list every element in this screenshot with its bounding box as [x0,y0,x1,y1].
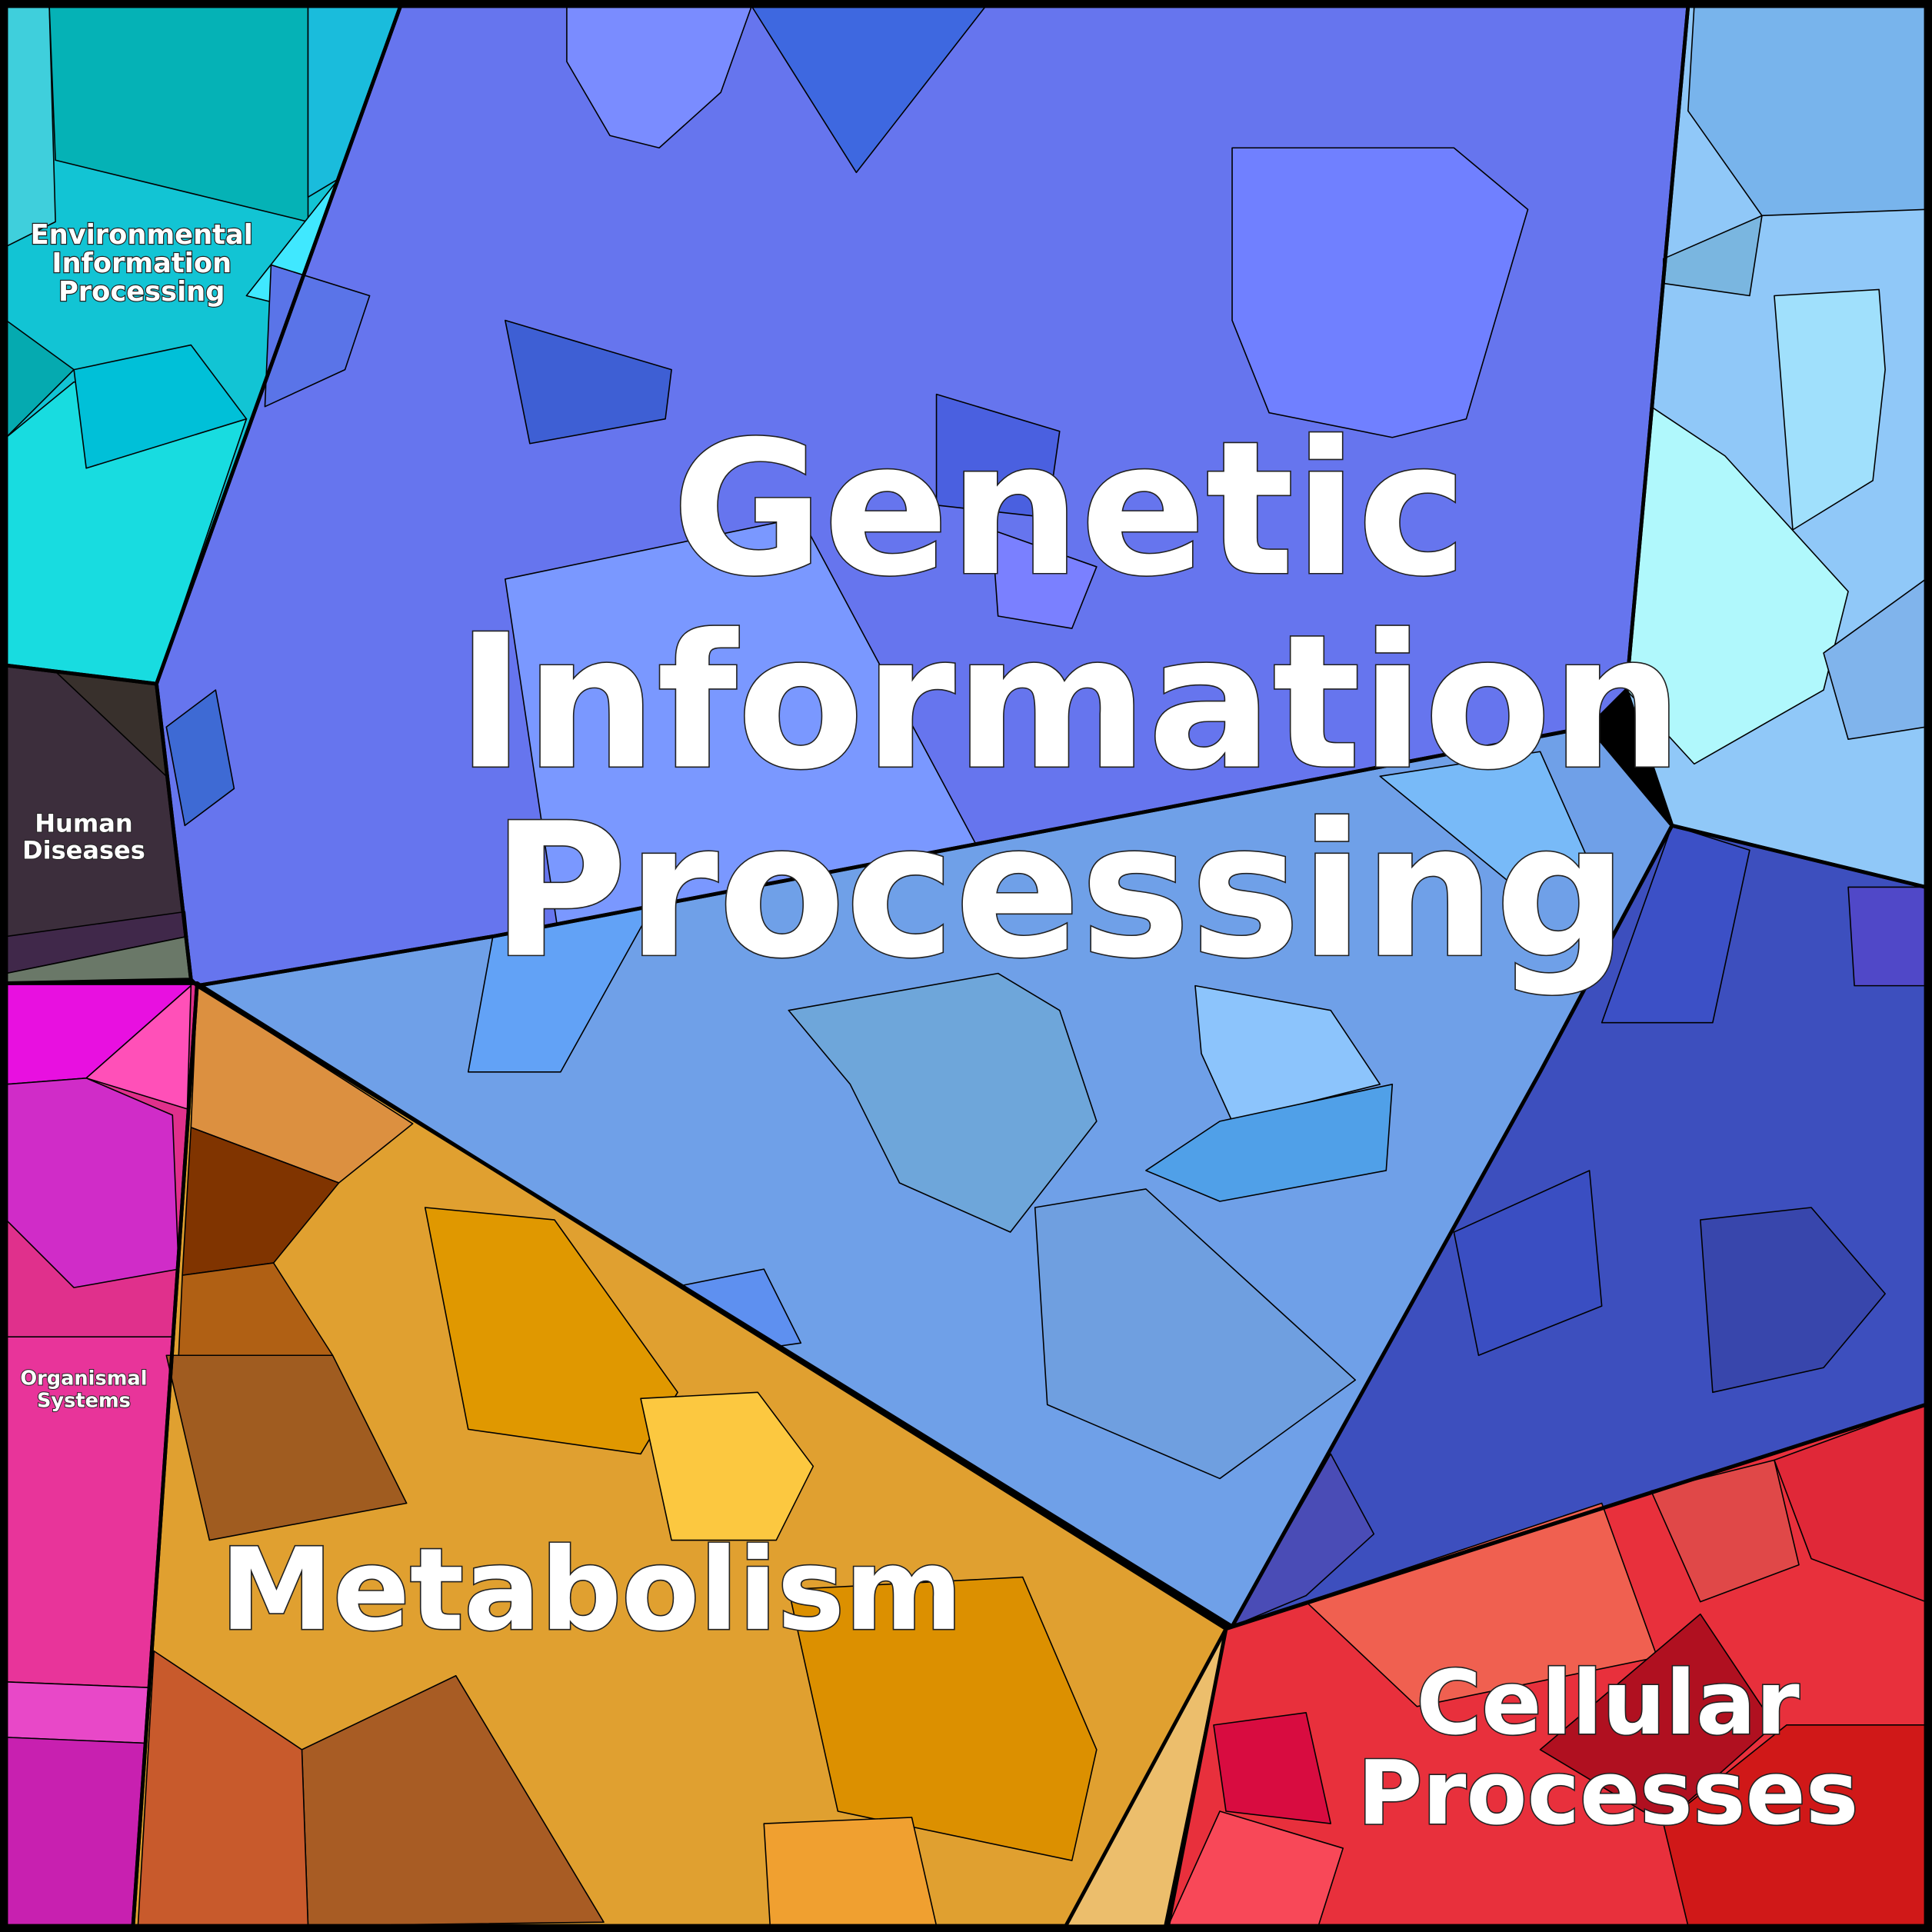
cell [935,393,1061,518]
cell [165,1354,408,1541]
label-organismal: Organismal [20,1367,147,1391]
region-genetic-right [1231,824,1927,1627]
label-environmental-2: Information [52,248,232,279]
cell [1453,1170,1603,1357]
label-human: Human [35,808,132,838]
cell [1774,288,1886,531]
cell [1650,1459,1800,1603]
cell [1231,147,1529,438]
label-genetic-2: Information [456,595,1683,810]
cell [5,5,56,248]
cell [264,264,371,408]
cell [1847,886,1927,987]
cell [763,1817,938,1927]
region-organismal [5,982,198,1927]
cell [1601,824,1750,1024]
cell [788,1576,1098,1861]
cell [991,529,1098,629]
label-environmental: Environmental [31,219,253,251]
label-cellular-2: Processes [1357,1742,1858,1845]
region-environmental [5,5,401,685]
region-genetic-topright [1625,5,1927,888]
cell [1700,1207,1886,1394]
cell [1145,1083,1394,1202]
region-human-diseases [5,665,192,984]
cell [5,1737,155,1927]
label-human-2: Diseases [22,836,145,865]
label-genetic-3: Processing [491,784,1627,999]
cell [73,344,248,469]
cell [1213,1712,1332,1824]
cell [1379,751,1591,888]
cell [1034,1188,1357,1480]
cell [640,1391,814,1541]
cell [505,319,672,445]
cell [85,984,192,1110]
region-genetic-lower [196,726,1673,1627]
label-metabolism: Metabolism [220,1524,963,1656]
cell [1539,1613,1775,1824]
label-cellular: Cellular [1417,1652,1800,1755]
cell [5,1681,162,1744]
region-genetic-upper [155,5,1689,987]
label-genetic: Genetic [672,401,1467,617]
label-environmental-3: Processing [58,276,225,308]
label-organismal-2: Systems [37,1390,131,1413]
cell [788,972,1098,1233]
region-cellular [1167,1404,1927,1927]
cell [165,689,235,827]
